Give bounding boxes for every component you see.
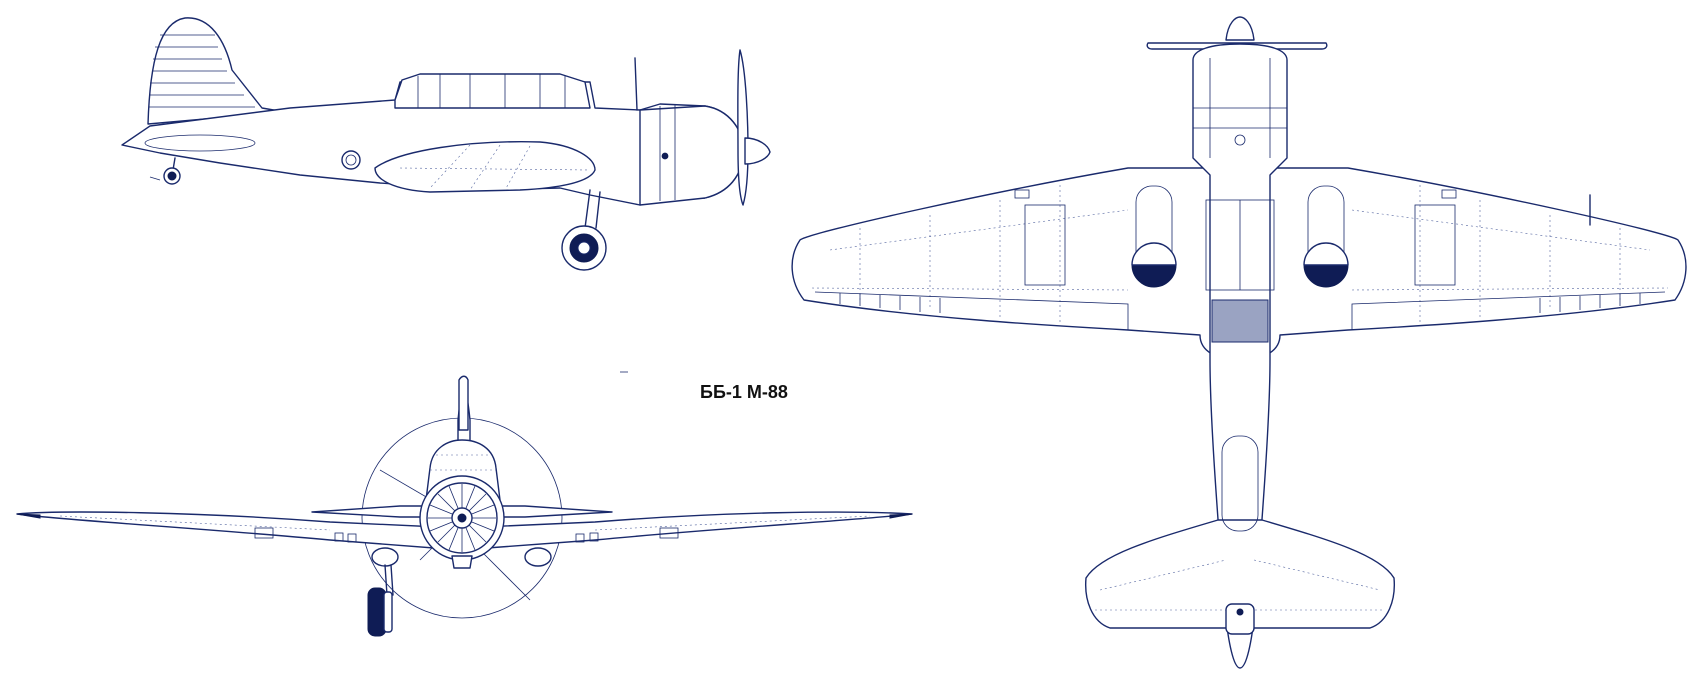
front-wing-detail	[59, 515, 871, 531]
side-cowl-lines	[659, 105, 676, 201]
front-propeller-blade	[458, 375, 469, 431]
side-canopy-frames	[417, 74, 566, 108]
front-view	[16, 375, 913, 637]
top-gear-bay-left	[1131, 264, 1177, 288]
side-engine-cowling	[639, 105, 746, 206]
side-fuselage-marking	[144, 134, 256, 152]
side-antenna	[634, 57, 638, 111]
side-view	[121, 17, 771, 271]
top-spinner	[1225, 16, 1255, 41]
top-wing-panels	[811, 185, 1669, 322]
drawing-title: ББ-1 М-88	[700, 382, 788, 402]
side-wing-detail	[399, 144, 591, 191]
top-view	[791, 16, 1687, 669]
side-spinner	[744, 137, 771, 165]
side-canopy	[394, 73, 591, 109]
top-fuselage-lines	[1193, 58, 1287, 158]
top-aileron-ribs	[839, 293, 1641, 313]
top-gear-bay-right	[1303, 264, 1349, 288]
top-bomb-bay-hatch	[1211, 299, 1269, 343]
side-wing-root	[374, 141, 596, 193]
side-fin-ribs	[149, 34, 255, 108]
side-roundel	[341, 150, 361, 170]
side-propeller	[737, 49, 749, 206]
